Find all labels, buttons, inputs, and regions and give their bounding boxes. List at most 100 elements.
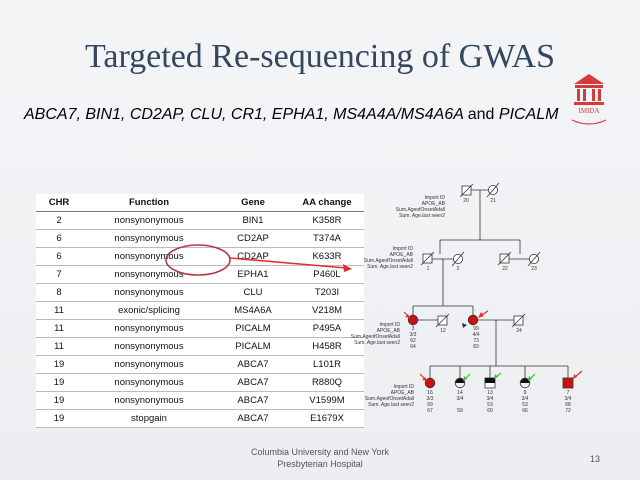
cell-chr: 19	[36, 355, 82, 374]
cell-function: nonsynonymous	[82, 247, 216, 266]
svg-text:Import ID: Import ID	[393, 384, 414, 390]
cell-function: nonsynonymous	[82, 229, 216, 248]
svg-text:Import ID: Import ID	[392, 246, 413, 252]
svg-text:3/4: 3/4	[565, 396, 572, 402]
footer-affiliation: Columbia University and New York Presbyt…	[230, 446, 410, 470]
gen4-carrier-female	[454, 377, 466, 389]
svg-text:Sum.AgeofOnsetAdall: Sum.AgeofOnsetAdall	[351, 334, 400, 340]
gene-list-and: and	[467, 106, 495, 123]
header-aa-change: AA change	[290, 194, 364, 212]
slide-title: Targeted Re-sequencing of GWAS	[84, 38, 556, 75]
svg-text:APOE_AB: APOE_AB	[390, 252, 414, 258]
svg-text:APOE_AB: APOE_AB	[422, 201, 446, 207]
cell-function: nonsynonymous	[82, 355, 216, 374]
cell-aa-change: L101R	[290, 355, 364, 374]
gen4-affected-female	[424, 377, 436, 389]
svg-text:9: 9	[524, 390, 527, 396]
svg-text:Sum.AgeofOnsetAdall: Sum.AgeofOnsetAdall	[365, 396, 414, 402]
header-gene: Gene	[216, 194, 290, 212]
institution-logo-icon: IMIDA	[571, 74, 607, 125]
svg-text:Import ID: Import ID	[424, 195, 445, 201]
svg-text:Sum.AgeofOnsetAdall: Sum.AgeofOnsetAdall	[364, 258, 413, 264]
cell-aa-change: V1599M	[290, 391, 364, 410]
cell-gene: CLU	[216, 283, 290, 302]
svg-text:67: 67	[427, 408, 433, 414]
cell-function: nonsynonymous	[82, 391, 216, 410]
svg-text:Sum. Age.last seen2: Sum. Age.last seen2	[368, 402, 414, 408]
footer-line-2: Presbyterian Hospital	[277, 459, 363, 469]
svg-text:16: 16	[427, 390, 433, 396]
cell-function: nonsynonymous	[82, 337, 216, 356]
cell-chr: 2	[36, 211, 82, 230]
gen4-affected-male	[562, 377, 574, 389]
cell-function: nonsynonymous	[82, 373, 216, 392]
pointer-arrow-line	[229, 257, 347, 269]
svg-text:3/4: 3/4	[487, 396, 494, 402]
cell-chr: 19	[36, 391, 82, 410]
cell-gene: BIN1	[216, 211, 290, 230]
svg-text:Sum. Age.last seen2: Sum. Age.last seen2	[354, 340, 400, 346]
cell-function: nonsynonymous	[82, 211, 216, 230]
svg-text:12: 12	[440, 328, 446, 334]
cell-gene: MS4A6A	[216, 301, 290, 320]
cell-chr: 11	[36, 337, 82, 356]
svg-text:20: 20	[463, 198, 469, 204]
cell-gene: PICALM	[216, 337, 290, 356]
cell-gene: ABCA7	[216, 355, 290, 374]
cell-function: nonsynonymous	[82, 319, 216, 338]
cell-chr: 8	[36, 283, 82, 302]
gen2-legend: Import ID APOE_AB Sum.AgeofOnsetAdall Su…	[364, 246, 414, 270]
svg-text:53: 53	[522, 402, 528, 408]
svg-text:53: 53	[487, 402, 493, 408]
cell-aa-change: E1679X	[290, 409, 364, 428]
svg-text:24: 24	[516, 328, 522, 334]
cell-function: exonic/splicing	[82, 301, 216, 320]
cell-gene: ABCA7	[216, 409, 290, 428]
table-header-row: CHR Function Gene AA change	[36, 194, 364, 212]
svg-text:73: 73	[473, 338, 479, 344]
cell-aa-change: K358R	[290, 211, 364, 230]
cell-aa-change: P495A	[290, 319, 364, 338]
svg-text:23: 23	[531, 266, 537, 272]
svg-text:60: 60	[487, 408, 493, 414]
gene-list-main: ABCA7, BIN1, CD2AP, CLU, CR1, EPHA1, MS4…	[24, 106, 464, 123]
gen4-carrier-female-2	[519, 377, 531, 389]
cell-chr: 11	[36, 301, 82, 320]
cell-chr: 11	[36, 319, 82, 338]
footer-line-1: Columbia University and New York	[250, 447, 390, 457]
gen1-legend: Import ID APOE_AB Sum.AgeofOnsetAdall Su…	[396, 195, 446, 219]
svg-text:59: 59	[457, 408, 463, 414]
svg-text:3/3: 3/3	[427, 396, 434, 402]
header-function: Function	[82, 194, 216, 212]
gen4-legend: Import ID APOE_AB Sum.AgeofOnsetAdall Su…	[365, 384, 415, 408]
svg-text:68: 68	[565, 402, 571, 408]
svg-text:Sum. Age.last seen2: Sum. Age.last seen2	[367, 264, 413, 270]
gen3-legend: Import ID APOE_AB Sum.AgeofOnsetAdall Su…	[351, 322, 401, 346]
gene-list-last: PICALM	[498, 106, 559, 123]
cell-aa-change: R880Q	[290, 373, 364, 392]
svg-text:62: 62	[410, 338, 416, 344]
cell-aa-change: V218M	[290, 301, 364, 320]
cell-function: nonsynonymous	[82, 265, 216, 284]
cell-gene: CD2AP	[216, 229, 290, 248]
cell-gene: PICALM	[216, 319, 290, 338]
highlight-ellipse	[165, 244, 231, 276]
cell-function: stopgain	[82, 409, 216, 428]
cell-gene: ABCA7	[216, 391, 290, 410]
svg-text:APOE_AB: APOE_AB	[391, 390, 415, 396]
cell-function: nonsynonymous	[82, 283, 216, 302]
svg-text:Import ID: Import ID	[379, 322, 400, 328]
svg-text:66: 66	[522, 408, 528, 414]
